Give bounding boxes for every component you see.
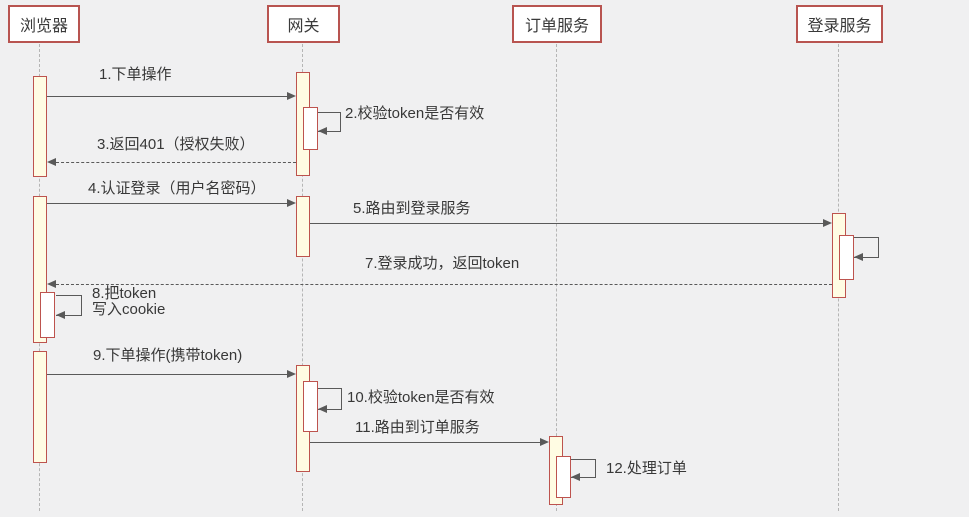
message-8-label[interactable]: 8.把token 写入cookie	[92, 285, 166, 318]
message-1-label[interactable]: 1.下单操作	[99, 66, 172, 83]
lifeline-order-service	[556, 44, 557, 511]
canvas-right-margin	[969, 0, 976, 517]
message-9-label[interactable]: 9.下单操作(携带token)	[93, 347, 243, 364]
message-6-arrowhead-icon	[854, 253, 863, 261]
activation-gateway-2[interactable]	[296, 196, 310, 257]
message-1-line[interactable]	[47, 96, 287, 97]
message-12-arrowhead-icon	[571, 473, 580, 481]
activation-browser-3[interactable]	[33, 351, 47, 463]
participant-box-gateway[interactable]: 网关	[267, 5, 340, 43]
activation-self-order-msg12[interactable]	[556, 456, 571, 498]
message-10-self-loop[interactable]	[318, 388, 342, 410]
message-9-arrowhead-icon	[287, 370, 296, 378]
message-5-arrowhead-icon	[823, 219, 832, 227]
message-12-self-loop[interactable]	[571, 459, 596, 478]
message-4-line[interactable]	[47, 203, 287, 204]
message-8-self-loop[interactable]	[56, 295, 82, 316]
activation-browser-1[interactable]	[33, 76, 47, 177]
message-5-line[interactable]	[310, 223, 823, 224]
message-3-arrowhead-icon	[47, 158, 56, 166]
message-2-label[interactable]: 2.校验token是否有效	[345, 105, 485, 122]
participant-label-order-service: 订单服务	[524, 18, 589, 35]
message-1-arrowhead-icon	[287, 92, 296, 100]
participant-label-login-service: 登录服务	[807, 18, 872, 35]
message-7-label[interactable]: 7.登录成功，返回token	[365, 255, 520, 272]
message-5-label[interactable]: 5.路由到登录服务	[353, 200, 471, 217]
message-2-self-loop[interactable]	[318, 112, 341, 132]
message-11-arrowhead-icon	[540, 438, 549, 446]
message-3-label[interactable]: 3.返回401（授权失败）	[97, 136, 255, 153]
message-11-line[interactable]	[310, 442, 540, 443]
participant-box-browser[interactable]: 浏览器	[8, 5, 80, 43]
participant-box-login-service[interactable]: 登录服务	[796, 5, 883, 43]
message-12-label[interactable]: 12.处理订单	[606, 460, 687, 477]
message-4-arrowhead-icon	[287, 199, 296, 207]
message-2-arrowhead-icon	[318, 127, 327, 135]
message-3-line[interactable]	[56, 162, 296, 163]
message-9-line[interactable]	[47, 374, 287, 375]
activation-self-gateway-msg2[interactable]	[303, 107, 318, 150]
message-6-self-loop[interactable]	[854, 237, 879, 258]
message-10-label[interactable]: 10.校验token是否有效	[347, 389, 495, 406]
message-11-label[interactable]: 11.路由到订单服务	[355, 419, 480, 436]
participant-label-browser: 浏览器	[19, 18, 68, 35]
message-7-arrowhead-icon	[47, 280, 56, 288]
activation-self-gateway-msg10[interactable]	[303, 381, 318, 432]
message-10-arrowhead-icon	[318, 405, 327, 413]
message-4-label[interactable]: 4.认证登录（用户名密码）	[88, 180, 266, 197]
participant-label-gateway: 网关	[287, 18, 320, 35]
lifeline-gateway	[302, 44, 303, 511]
activation-self-browser-msg8[interactable]	[40, 292, 55, 338]
message-7-line[interactable]	[56, 284, 832, 285]
activation-self-login-msg6[interactable]	[839, 235, 854, 280]
message-8-arrowhead-icon	[56, 311, 65, 319]
participant-box-order-service[interactable]: 订单服务	[512, 5, 602, 43]
